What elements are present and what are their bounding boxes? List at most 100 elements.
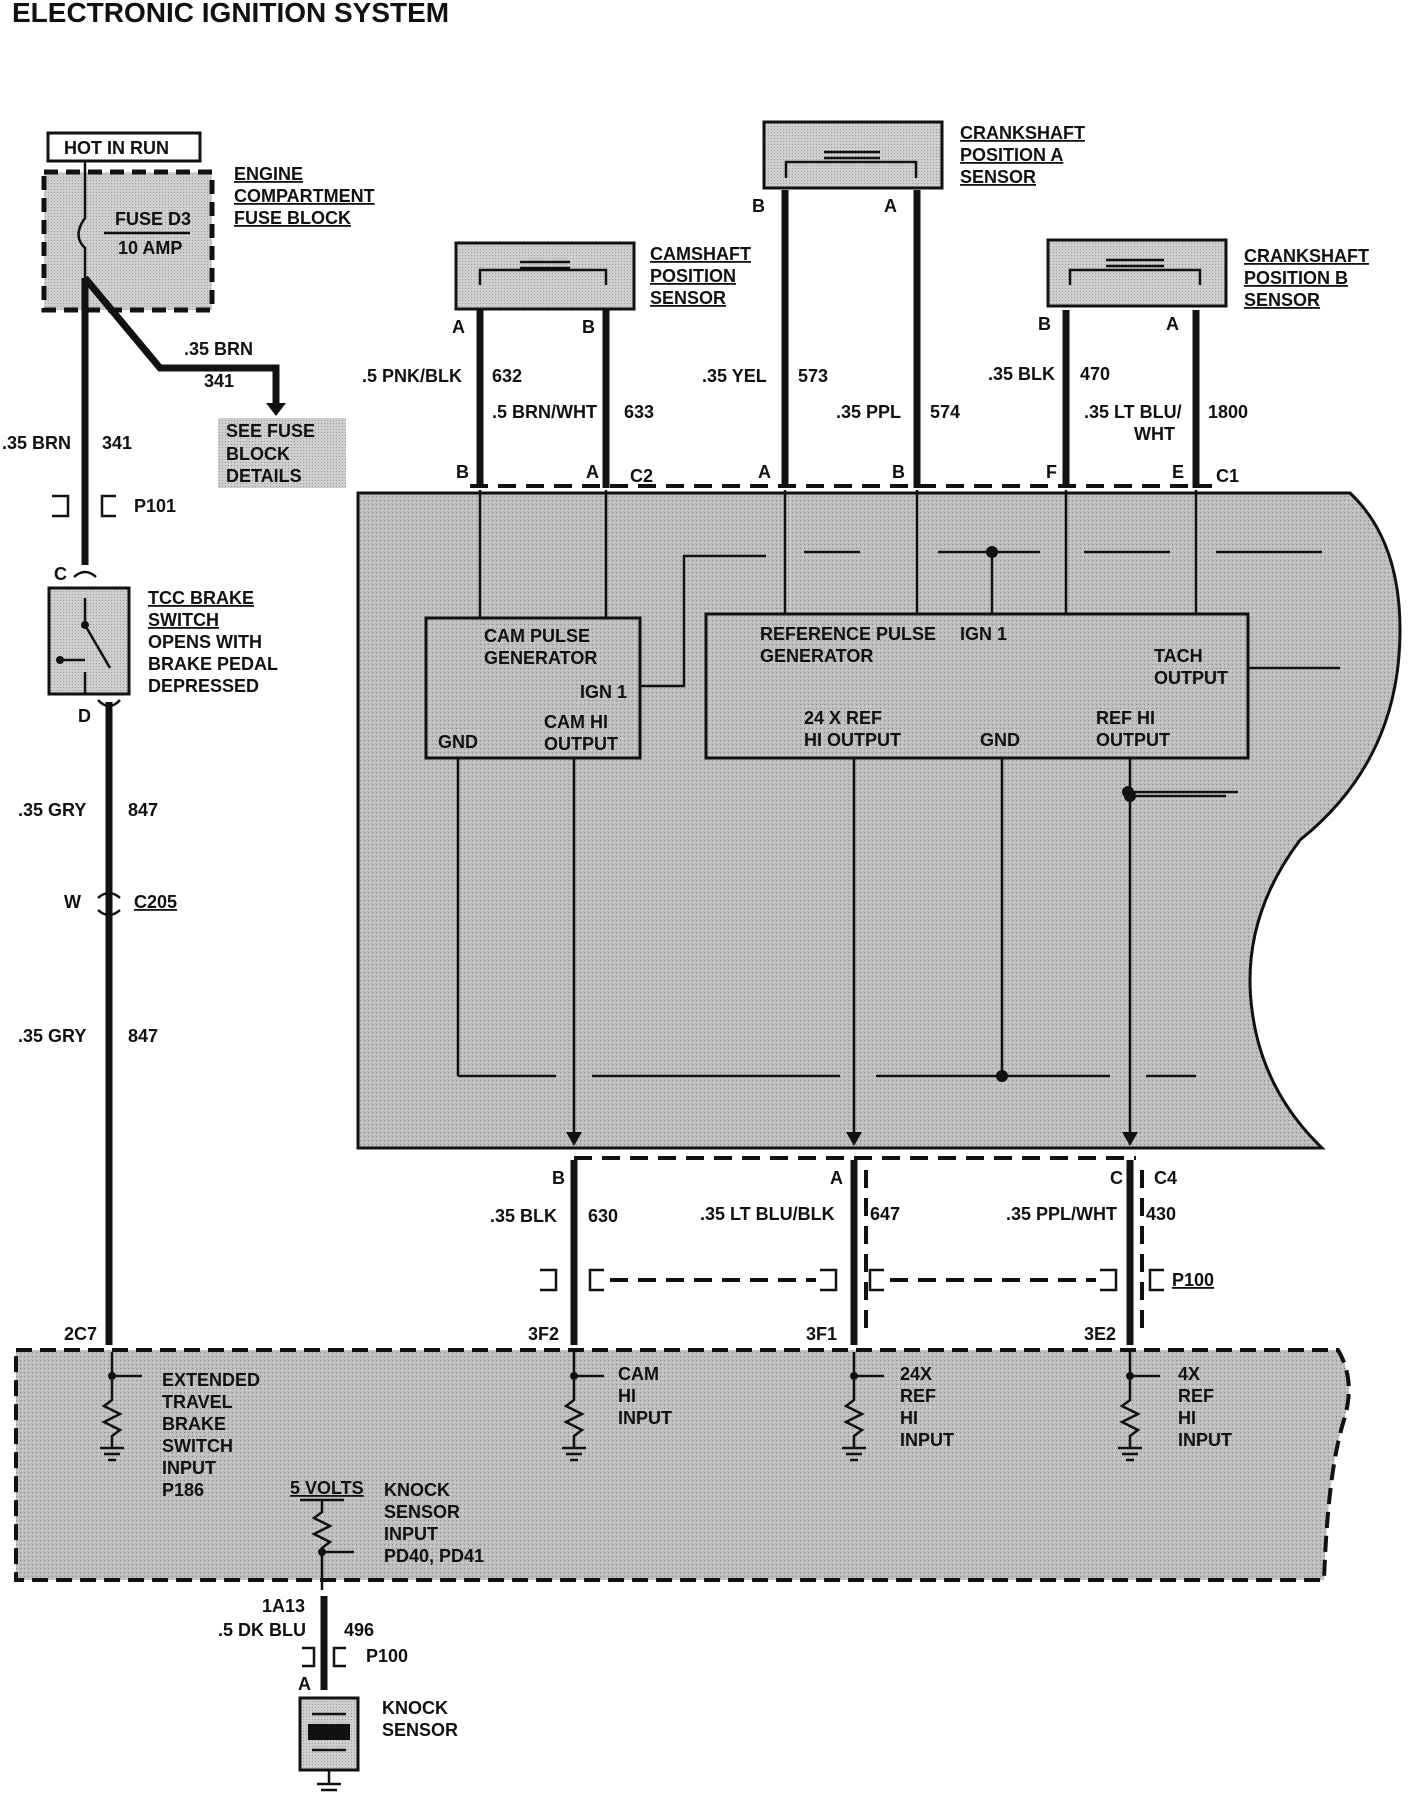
crank-b-name-1: CRANKSHAFT [1244, 246, 1369, 266]
c4-pin-c: C [1110, 1168, 1123, 1188]
c2-pin-a: A [586, 462, 599, 482]
diagram-title: ELECTRONIC IGNITION SYSTEM [12, 0, 449, 28]
ref24-input-3: HI [900, 1408, 918, 1428]
c205-pin: W [64, 892, 81, 912]
crank-a-pin-a: A [884, 196, 897, 216]
gry-gauge-2: .35 GRY [18, 1026, 86, 1046]
out-wire-3-gauge: .35 PPL/WHT [1006, 1204, 1117, 1224]
pcm-pin-3f2: 3F2 [528, 1324, 559, 1344]
main-wire-circuit: 341 [102, 433, 132, 453]
tcc-line-2: SWITCH [148, 610, 219, 630]
knock-input-label: KNOCK SENSOR INPUT PD40, PD41 [384, 1480, 484, 1566]
knock-input-1: KNOCK [384, 1480, 450, 1500]
camshaft-name-2: POSITION [650, 266, 736, 286]
crank-b-wire-b-circuit: 470 [1080, 364, 1110, 384]
camshaft-name-3: SENSOR [650, 288, 726, 308]
camshaft-sensor [454, 241, 636, 311]
hot-in-run-label: HOT IN RUN [64, 138, 169, 158]
crank-a-name-2: POSITION A [960, 145, 1063, 165]
ref-gen-tach-1: TACH [1154, 646, 1203, 666]
pcm-input-circuits [100, 1352, 1160, 1590]
fuse-branch-circuit: 341 [204, 371, 234, 391]
c1-pin-a: A [758, 462, 771, 482]
crank-b-wire-a-gauge: .35 LT BLU/ [1084, 402, 1182, 422]
crankshaft-a-sensor [762, 120, 944, 190]
hot-in-run-box [46, 131, 202, 163]
ref-gen-title-2: GENERATOR [760, 646, 873, 666]
cam-wire-b-gauge: .5 BRN/WHT [492, 402, 597, 422]
crank-b-wire-a-circuit: 1800 [1208, 402, 1248, 422]
fuse-block-name-1: ENGINE [234, 164, 303, 184]
c1-pin-f: F [1046, 462, 1057, 482]
crankshaft-b-sensor [1046, 238, 1228, 308]
knock-sensor-label-1: KNOCK [382, 1698, 448, 1718]
five-volts-label: 5 VOLTS [290, 1478, 364, 1498]
ref-gen-title-1: REFERENCE PULSE [760, 624, 936, 644]
ref24-input-2: REF [900, 1386, 936, 1406]
crank-b-name-2: POSITION B [1244, 268, 1348, 288]
brake-input-5: INPUT [162, 1458, 216, 1478]
ref4-input-label: 4X REF HI INPUT [1178, 1364, 1232, 1450]
cam-gen-ign: IGN 1 [580, 682, 627, 702]
fuse-branch-gauge: .35 BRN [184, 339, 253, 359]
pcm-pin-2c7: 2C7 [64, 1324, 97, 1344]
ref-gen-tach-2: OUTPUT [1154, 668, 1228, 688]
ref24-input-label: 24X REF HI INPUT [900, 1364, 954, 1450]
cam-wire-a-gauge: .5 PNK/BLK [362, 366, 462, 386]
ref-gen-24x-1: 24 X REF [804, 708, 882, 728]
knock-circuit: 496 [344, 1620, 374, 1640]
crank-a-wire-a-circuit: 574 [930, 402, 960, 422]
gry-circuit-1: 847 [128, 800, 158, 820]
cam-gen-out-1: CAM HI [544, 712, 608, 732]
c2-label: C2 [630, 466, 653, 486]
out-wire-1-gauge: .35 BLK [490, 1206, 557, 1226]
fuse-symbol [77, 161, 87, 278]
knock-p100-label: P100 [366, 1646, 408, 1666]
ignition-module [356, 491, 1402, 1150]
cam-gen-gnd: GND [438, 732, 478, 752]
ref4-input-4: INPUT [1178, 1430, 1232, 1450]
ref4-input-2: REF [1178, 1386, 1214, 1406]
camshaft-pin-a: A [452, 317, 465, 337]
fuse-block [41, 169, 215, 313]
c1-label: C1 [1216, 466, 1239, 486]
cam-input-1: CAM [618, 1364, 659, 1384]
knock-sensor-label-2: SENSOR [382, 1720, 458, 1740]
tcc-line-4: BRAKE PEDAL [148, 654, 278, 674]
fuse-name: FUSE D3 [115, 209, 191, 229]
knock-input-3: INPUT [384, 1524, 438, 1544]
brake-input-6: P186 [162, 1480, 204, 1500]
ref-gen-ign: IGN 1 [960, 624, 1007, 644]
crank-a-name-1: CRANKSHAFT [960, 123, 1085, 143]
out-wire-1-circuit: 630 [588, 1206, 618, 1226]
c4-pin-a: A [830, 1168, 843, 1188]
tcc-brake-switch [47, 586, 131, 696]
crank-a-pin-b: B [752, 196, 765, 216]
out-wire-2-circuit: 647 [870, 1204, 900, 1224]
see-fuse-box [218, 418, 346, 488]
tcc-line-3: OPENS WITH [148, 632, 262, 652]
gry-circuit-2: 847 [128, 1026, 158, 1046]
ref-gen-refhi-1: REF HI [1096, 708, 1155, 728]
tcc-pin-c: C [54, 564, 67, 584]
see-fuse-2: BLOCK [226, 444, 290, 464]
brake-input-1: EXTENDED [162, 1370, 260, 1390]
knock-pin-a: A [298, 1674, 311, 1694]
tcc-line-1: TCC BRAKE [148, 588, 254, 608]
pcm-module [14, 1348, 1351, 1582]
cam-gen-out-2: OUTPUT [544, 734, 618, 754]
brake-input-3: BRAKE [162, 1414, 226, 1434]
cam-gen-title-2: GENERATOR [484, 648, 597, 668]
cam-input-label: CAM HI INPUT [618, 1364, 672, 1428]
ref4-input-3: HI [1178, 1408, 1196, 1428]
crank-b-wire-a-gauge2: WHT [1134, 424, 1175, 444]
ref24-input-4: INPUT [900, 1430, 954, 1450]
main-wire-gauge: .35 BRN [2, 433, 71, 453]
c1-pin-e: E [1172, 462, 1184, 482]
ref-gen-refhi-2: OUTPUT [1096, 730, 1170, 750]
fuse-branch-wire [82, 275, 280, 405]
crank-a-wire-b-gauge: .35 YEL [702, 366, 767, 386]
c4-pin-b: B [552, 1168, 565, 1188]
out-wire-2-gauge: .35 LT BLU/BLK [700, 1204, 835, 1224]
